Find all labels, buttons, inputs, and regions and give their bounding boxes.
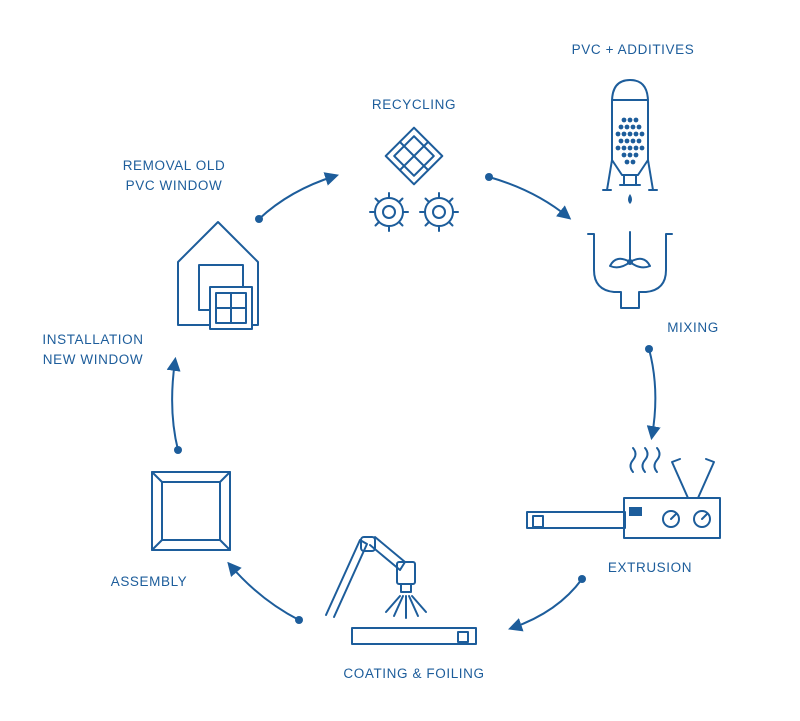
house-window-icon [177, 221, 259, 330]
arrow-recycling-to-mixing [485, 173, 572, 220]
arrow-extrusion-to-coating [508, 575, 586, 632]
silo-icon [602, 79, 658, 204]
mixer-icon [587, 231, 673, 309]
arrow-mixing-to-extrusion [645, 345, 661, 441]
arrow-removal-to-recycling [255, 172, 340, 223]
label-recycling: RECYCLING [371, 97, 457, 112]
label-mixing: MIXING [667, 320, 719, 335]
cycle-arrows [166, 172, 661, 632]
label-assembly: ASSEMBLY [110, 574, 188, 589]
recycling-window-icon [384, 126, 444, 186]
extruder-icon [526, 447, 721, 539]
gears-icon [369, 192, 459, 232]
label-installation-line1: INSTALLATION [42, 332, 144, 347]
label-pvc-additives: PVC + ADDITIVES [571, 42, 695, 57]
label-extrusion: EXTRUSION [607, 560, 693, 575]
robot-arm-icon [325, 536, 477, 645]
window-frame-icon [151, 471, 231, 551]
label-coating-foiling: COATING & FOILING [343, 666, 485, 681]
label-installation-line2: NEW WINDOW [42, 352, 144, 367]
label-installation: INSTALLATION NEW WINDOW [42, 330, 143, 370]
arrow-assembly-to-installation [166, 356, 182, 454]
label-removal-line2: PVC WINDOW [125, 178, 223, 193]
arrow-coating-to-assembly [227, 561, 303, 624]
label-removal-line1: REMOVAL OLD [122, 158, 226, 173]
label-removal: REMOVAL OLD PVC WINDOW [123, 156, 226, 196]
